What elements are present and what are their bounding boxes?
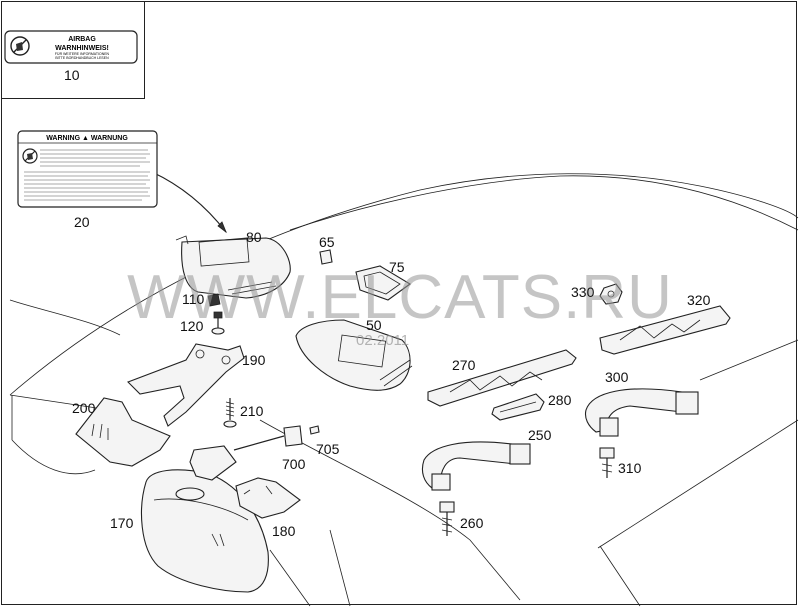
callout-80: 80	[246, 229, 262, 245]
grab-handle-250	[421, 441, 531, 491]
nut-330	[599, 283, 623, 305]
clip-65	[319, 249, 333, 265]
screw-210	[223, 398, 237, 428]
callout-700: 700	[282, 456, 306, 472]
airbag-title-line2: WARNHINWEIS!	[55, 45, 109, 52]
callout-210: 210	[240, 403, 264, 419]
callout-330: 330	[571, 284, 595, 300]
bracket-180	[235, 477, 301, 519]
callout-200: 200	[72, 400, 96, 416]
mirror-frame	[355, 265, 411, 301]
airbag-title-line1: AIRBAG	[68, 36, 96, 43]
warning-triangle-icon	[22, 148, 38, 164]
lens-280	[491, 393, 545, 421]
callout-180: 180	[272, 523, 296, 539]
callout-320: 320	[687, 292, 711, 308]
callout-705: 705	[316, 441, 340, 457]
warning-title: WARNING ▲ WARNUNG	[46, 135, 128, 142]
callout-250: 250	[528, 427, 552, 443]
callout-50: 50	[366, 317, 382, 333]
bulb-705	[309, 425, 320, 435]
clip-110	[207, 293, 221, 307]
airbag-label-10: AIRBAG WARNHINWEIS! FÜR WEITERE INFORMAT…	[4, 30, 138, 64]
callout-110: 110	[182, 291, 205, 307]
grab-handle-300	[584, 388, 699, 437]
airbag-small-line2: BITTE BORDHANDBUCH LESEN	[55, 56, 109, 60]
callout-280: 280	[548, 392, 572, 408]
callout-120: 120	[180, 318, 204, 334]
sun-visor-right	[295, 319, 413, 391]
sun-visor-left	[175, 235, 291, 299]
callout-270: 270	[452, 357, 476, 373]
callout-75: 75	[389, 259, 405, 275]
callout-170: 170	[110, 515, 134, 531]
trim-panel-200	[75, 397, 171, 467]
bracket-190	[127, 343, 245, 427]
dome-lamp-170	[141, 445, 269, 593]
bolt-260	[439, 501, 455, 536]
bolt-310	[599, 447, 615, 478]
callout-20: 20	[74, 214, 90, 230]
callout-10: 10	[64, 67, 80, 83]
rail-320	[599, 305, 731, 355]
watermark-date: 02.2011	[356, 332, 410, 349]
callout-300: 300	[605, 369, 629, 385]
callout-260: 260	[460, 515, 484, 531]
bulb-holder-700	[233, 425, 303, 451]
screw-120	[211, 311, 225, 335]
airbag-small-line1: FÜR WEITERE INFORMATIONEN	[55, 52, 110, 56]
callout-65: 65	[319, 234, 335, 250]
callout-310: 310	[618, 460, 642, 476]
callout-190: 190	[242, 352, 266, 368]
airbag-child-seat-icon	[10, 36, 30, 56]
rail-270	[427, 349, 577, 407]
watermark: WWW.ELCATS.RU	[127, 263, 673, 332]
warning-label-20: WARNING ▲ WARNUNG	[17, 130, 158, 208]
